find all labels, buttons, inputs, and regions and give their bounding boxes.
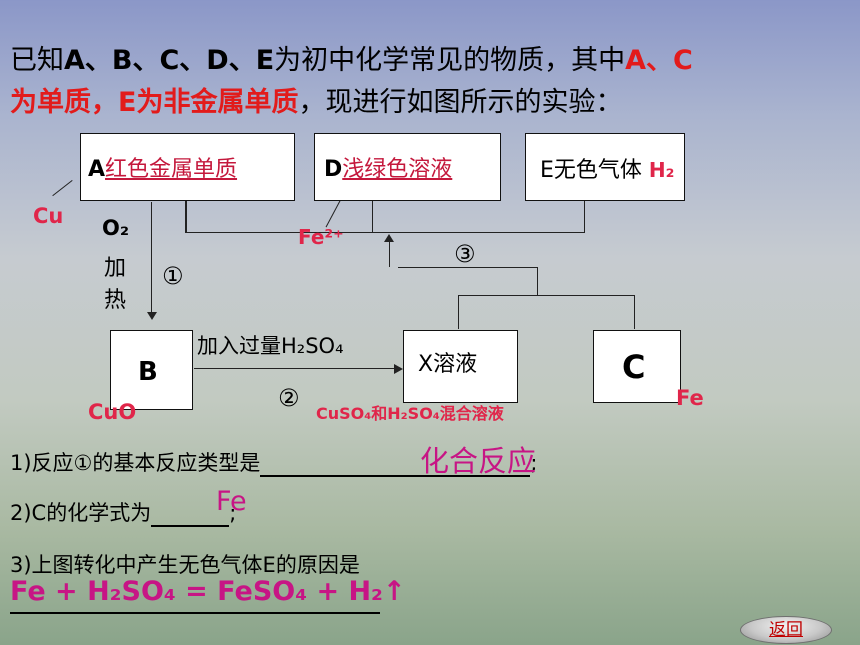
fe-answer: Fe (676, 386, 704, 410)
box-e (525, 133, 685, 201)
answer-1: 化合反应 (420, 444, 537, 478)
connector (634, 295, 635, 329)
problem-statement: 已知A、B、C、D、E为初中化学常见的物质，其中A、C 为单质，E为非金属单质，… (10, 40, 855, 124)
arrow-head (394, 364, 403, 374)
box-b-label: B (138, 357, 158, 387)
answer-3: Fe + H₂SO₄ = FeSO₄ + H₂↑ (10, 576, 406, 607)
pointer-line (52, 180, 73, 197)
box-d (314, 133, 501, 201)
arrow-a-to-b (151, 202, 152, 312)
statement-line-1: 已知A、B、C、D、E为初中化学常见的物质，其中A、C (10, 45, 693, 76)
connector (185, 200, 187, 233)
box-x-label: X溶液 (418, 352, 478, 377)
step2-number: ② (278, 384, 300, 412)
answer-blank (10, 612, 380, 614)
arrow-head (384, 234, 394, 242)
box-a-label: A红色金属单质 (88, 157, 238, 182)
back-button[interactable]: 返回 (740, 616, 832, 644)
box-x (403, 330, 518, 403)
step3-number: ③ (454, 240, 476, 268)
step1-number: ① (162, 262, 184, 290)
connector (584, 200, 585, 233)
step1-reagent: O₂ (102, 216, 130, 240)
cu-answer: Cu (33, 204, 64, 228)
arrow-to-products (389, 240, 390, 267)
arrow-head (147, 312, 157, 320)
arrow-b-to-x (194, 368, 394, 369)
connector (398, 267, 538, 268)
connector (372, 200, 373, 233)
step1-condition-1: 加 (104, 256, 127, 281)
question-2: 2)C的化学式为 ; (10, 501, 237, 527)
connector (537, 267, 538, 295)
cuo-answer: CuO (88, 400, 137, 424)
box-c (593, 330, 681, 403)
answer-blank (151, 501, 230, 527)
answer-blank (260, 451, 531, 477)
step1-condition-2: 热 (104, 288, 127, 313)
step2-reagent: 加入过量H₂SO₄ (197, 334, 344, 358)
connector (458, 295, 635, 296)
connector (458, 295, 459, 329)
connector (185, 232, 585, 233)
box-c-label: C (622, 348, 646, 386)
box-b (110, 330, 193, 410)
answer-2: Fe (216, 486, 247, 517)
box-a (80, 133, 295, 201)
question-3: 3)上图转化中产生无色气体E的原因是 (10, 553, 360, 577)
x-solution-answer: CuSO₄和H₂SO₄混合溶液 (316, 404, 504, 423)
fe2-answer: Fe²⁺ (298, 225, 344, 249)
statement-line-2: 为单质，E为非金属单质，现进行如图所示的实验： (10, 87, 623, 118)
box-d-label: D浅绿色溶液 (324, 157, 453, 182)
box-e-label: E无色气体 H₂ (540, 158, 675, 183)
question-1: 1)反应①的基本反应类型是 ; (10, 451, 538, 477)
